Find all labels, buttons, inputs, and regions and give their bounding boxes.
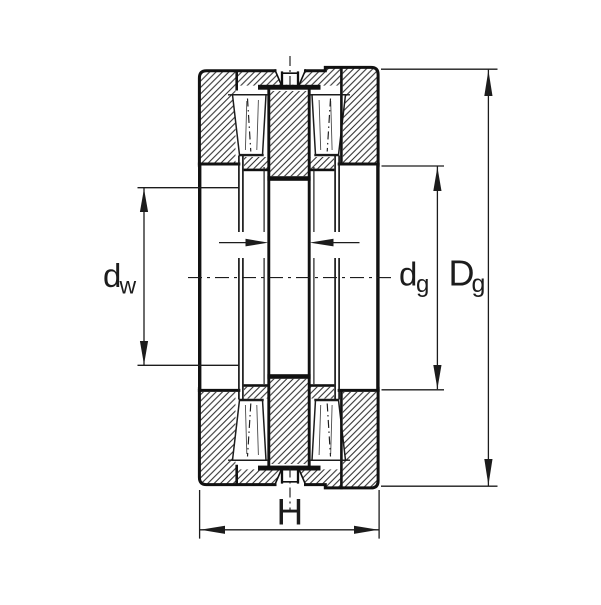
dimension-Dg <box>381 68 498 487</box>
label-dg-sub: g <box>416 271 429 298</box>
raceway-bars <box>243 84 335 471</box>
label-dg: d <box>399 256 417 293</box>
dimension-labels: d w d g D g H <box>103 253 485 533</box>
Dg-arrow-up <box>484 70 493 96</box>
bottom-center-bar <box>258 465 321 471</box>
label-H: H <box>277 492 304 533</box>
H-extension-lines <box>198 490 380 539</box>
dw-arrow-down <box>139 341 149 365</box>
dimensions <box>137 68 498 539</box>
top-center-bar <box>258 84 321 90</box>
bottom-shaft-washer-hatch <box>268 378 310 464</box>
dimension-dw <box>137 187 239 366</box>
dg-arrow-down <box>433 365 442 389</box>
roller-surface-streaks <box>244 99 333 456</box>
bore-lines <box>228 94 350 461</box>
label-Dg: D <box>449 253 475 294</box>
bottom-right-segment-hatch <box>342 392 379 488</box>
bottom-column-band <box>267 374 311 379</box>
inner-width-arrows <box>219 238 360 247</box>
H-arrow-right <box>354 525 379 534</box>
bottom-strip-left-hatch <box>244 386 269 399</box>
top-column-band <box>267 176 311 181</box>
top-strip-left-hatch <box>244 157 269 169</box>
Dg-arrow-down <box>484 459 493 486</box>
centerlines <box>188 56 392 511</box>
bottom-notch-slot <box>280 467 300 484</box>
top-shaft-washer-hatch <box>268 91 310 177</box>
label-dw: d <box>103 257 121 294</box>
bottom-strip-right-hatch <box>309 386 334 399</box>
shaft-washer-walls <box>267 89 311 467</box>
top-strip-right-hatch <box>309 157 334 169</box>
inner-arrow-left <box>309 238 334 247</box>
H-arrow-left <box>200 525 225 534</box>
top-left-segment-hatch <box>199 70 236 163</box>
dw-extension-lines <box>137 187 239 366</box>
roller-top-left <box>231 94 267 156</box>
Dg-extension-lines <box>381 68 498 487</box>
inner-arrow-right <box>245 238 269 247</box>
dimension-dg <box>381 165 444 391</box>
label-Dg-sub: g <box>472 270 486 298</box>
dw-arrow-up <box>139 188 149 212</box>
label-dw-sub: w <box>119 273 137 299</box>
dimension-H <box>198 490 380 539</box>
dg-extension-lines <box>381 165 444 391</box>
bottom-left-segment-hatch <box>199 392 236 485</box>
top-notch-slot <box>280 71 300 88</box>
top-right-segment-hatch <box>342 67 379 163</box>
roller-bottom-left <box>231 399 267 461</box>
dg-arrow-up <box>433 167 442 191</box>
